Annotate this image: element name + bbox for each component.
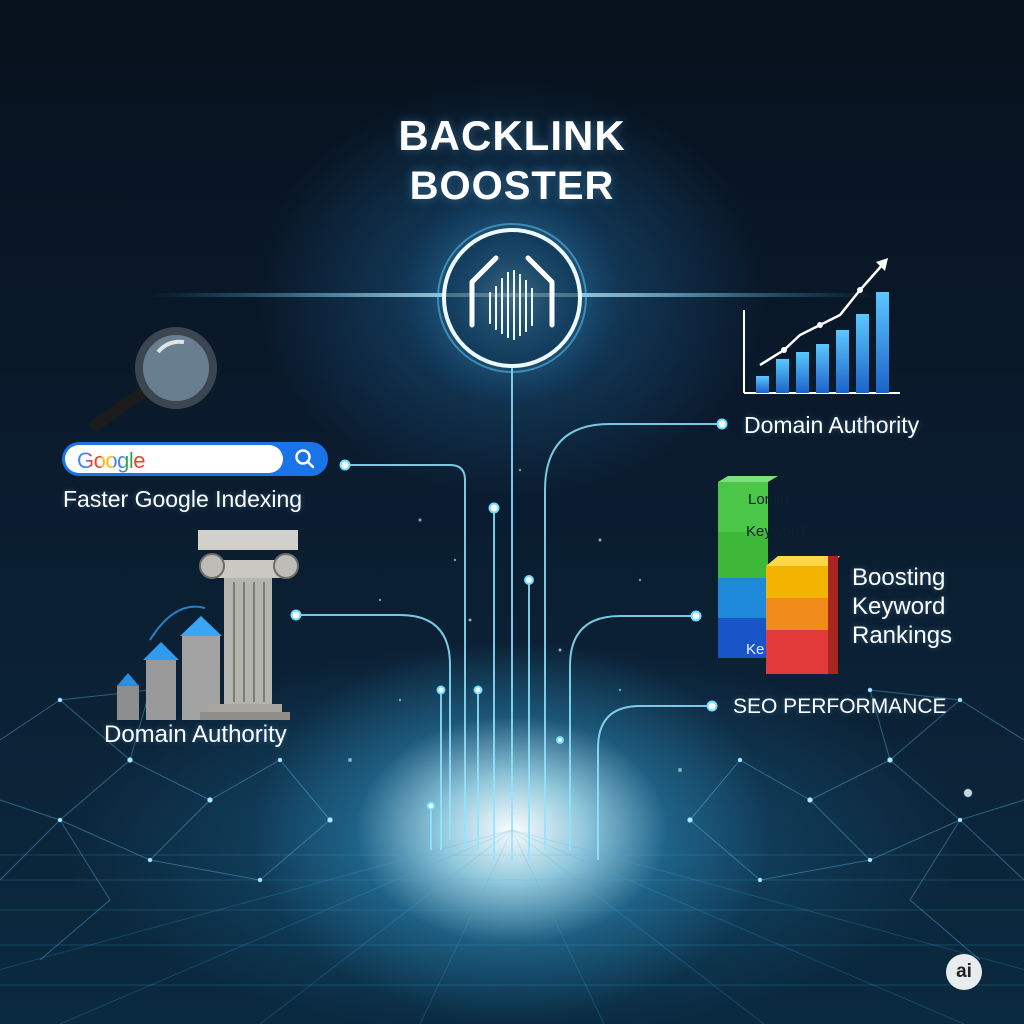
ai-badge: ai [946,954,982,990]
keyword-rankings-line-3: Rankings [852,622,953,649]
growth-chart-icon [743,258,900,394]
keyword-rankings-label: Boosting Keyword Rankings [852,563,952,650]
keyword-rankings-line-1: Boosting [852,564,946,591]
particles [348,468,682,772]
domain-authority-right-label: Domain Authority [744,412,920,438]
cube-label-top: Lomin [748,491,789,508]
title-line-1: BACKLINK [398,112,626,159]
search-icon[interactable] [290,445,320,473]
seo-performance-label: SEO PERFORMANCE [733,695,947,718]
title-line-2: BOOSTER [409,164,615,208]
faster-indexing-label: Faster Google Indexing [63,486,303,512]
column-authority-icon [117,530,299,720]
magnifying-glass-icon [90,327,217,431]
cube-label-bottom: Ke [746,641,765,658]
hub-icon [437,223,587,373]
google-logo-text: Google [77,448,145,473]
keyword-rankings-line-2: Keyword [852,593,946,620]
google-search-bar[interactable]: Google [62,442,328,476]
search-input[interactable]: Google [65,445,283,473]
domain-authority-left-label: Domain Authority [104,721,287,748]
floor-grid [0,829,1024,1024]
network-mesh-right [687,687,1024,961]
cube-label-middle: Keyword [746,523,805,540]
connector-lines [296,368,722,860]
connector-nodes [290,418,728,811]
keyword-blocks-icon [718,476,840,674]
